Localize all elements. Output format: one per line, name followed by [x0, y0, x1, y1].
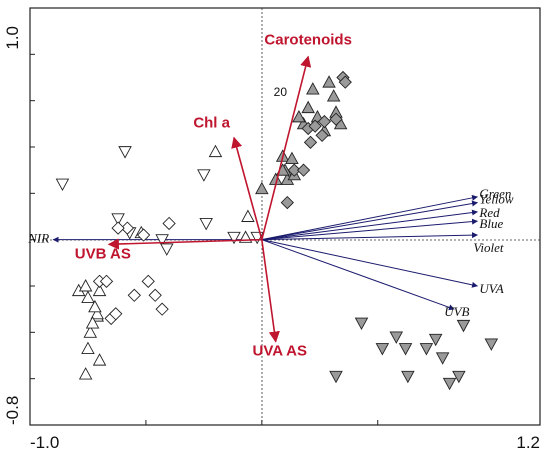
marker-triangle-up-filled — [326, 89, 341, 102]
marker-diamond-filled — [296, 163, 311, 177]
marker-triangle-down-open — [55, 178, 70, 192]
marker-diamond-filled — [287, 163, 301, 177]
marker-triangle-down-open — [199, 218, 213, 231]
x-tick-label-right: 1.2 — [516, 433, 540, 452]
response-label-chl-a: Chl a — [193, 115, 230, 132]
marker-triangle-down-filled — [442, 377, 457, 391]
marker-diamond-open — [162, 216, 176, 231]
env-label-blue: Blue — [479, 216, 503, 231]
marker-triangle-down-open — [118, 146, 132, 159]
marker-triangle-up-open — [90, 306, 104, 320]
response-label-uvb-as: UVB AS — [75, 245, 131, 262]
marker-triangle-up-open — [92, 353, 107, 366]
env-arrow-yellow — [261, 200, 479, 241]
env-arrow-violet — [261, 232, 479, 241]
env-arrow-green — [261, 194, 478, 241]
marker-triangle-up-open — [81, 290, 95, 304]
marker-triangle-up-open — [81, 341, 95, 354]
x-tick-label-left: -1.0 — [30, 433, 59, 452]
env-label-uva: UVA — [479, 281, 503, 296]
response-label-carotenoids: Carotenoids — [264, 32, 352, 49]
response-arrow-carotenoids — [261, 55, 312, 240]
marker-triangle-up-filled — [285, 151, 299, 165]
marker-diamond-filled — [308, 119, 322, 133]
marker-diamond-filled — [317, 114, 332, 129]
marker-diamond-filled — [329, 112, 343, 126]
env-label-nir: NIR — [27, 231, 49, 246]
marker-triangle-up-open — [88, 299, 102, 313]
env-label-violet: Violet — [473, 240, 503, 255]
marker-triangle-down-filled — [419, 343, 434, 356]
marker-triangle-down-filled — [435, 352, 450, 365]
marker-triangle-down-open — [155, 234, 169, 247]
marker-triangle-down-filled — [484, 338, 499, 351]
marker-diamond-open — [99, 274, 114, 289]
marker-triangle-up-filled — [292, 109, 306, 123]
y-tick-label-bottom: -0.8 — [3, 396, 22, 425]
marker-triangle-up-filled — [306, 82, 320, 95]
marker-triangle-down-filled — [452, 370, 466, 384]
env-label-green: Green — [479, 186, 511, 201]
marker-diamond-filled — [280, 195, 294, 210]
marker-diamond-open — [109, 307, 123, 321]
marker-diamond-open — [141, 274, 155, 289]
marker-triangle-up-open — [85, 316, 100, 329]
marker-triangle-up-filled — [322, 75, 336, 88]
marker-triangle-down-open — [197, 169, 211, 182]
marker-triangle-up-open — [78, 279, 93, 292]
marker-diamond-open — [120, 221, 135, 235]
response-arrow-uvb-as — [107, 238, 262, 250]
marker-triangle-down-filled — [375, 343, 390, 356]
env-arrow-uva — [261, 239, 478, 288]
env-label-yellow: Yellow — [479, 192, 514, 207]
env-arrow-uvb — [261, 239, 455, 311]
response-arrow-uva-as — [261, 239, 280, 343]
marker-triangle-up-filled — [301, 100, 315, 114]
env-arrow-red — [261, 209, 479, 241]
y-tick-label-top: 1.0 — [3, 26, 22, 50]
env-label-red: Red — [478, 205, 500, 220]
marker-diamond-filled — [315, 128, 329, 143]
marker-triangle-down-filled — [401, 370, 415, 384]
marker-triangle-down-open — [111, 213, 125, 226]
marker-triangle-up-open — [78, 367, 93, 380]
marker-triangle-down-filled — [329, 370, 343, 384]
marker-diamond-open — [111, 221, 125, 235]
env-label-uvb: UVB — [444, 304, 469, 319]
marker-triangle-down-filled — [398, 343, 413, 356]
marker-diamond-open — [148, 288, 162, 302]
marker-diamond-filled — [338, 75, 352, 89]
marker-triangle-up-open — [83, 325, 98, 338]
response-label-uva-as: UVA AS — [253, 343, 307, 360]
marker-triangle-down-filled — [456, 319, 471, 333]
marker-diamond-filled — [303, 135, 318, 150]
marker-diamond-open — [136, 228, 151, 242]
plot-frame — [29, 7, 541, 426]
response-arrow-chl-a — [231, 136, 263, 240]
marker-triangle-up-open — [92, 283, 107, 297]
marker-triangle-up-open — [208, 144, 223, 158]
marker-triangle-down-filled — [354, 317, 369, 331]
marker-diamond-open — [127, 288, 141, 302]
env-arrow-blue — [261, 218, 479, 241]
marker-triangle-up-open — [241, 209, 255, 222]
marker-triangle-down-open — [160, 243, 174, 256]
marker-diamond-open — [155, 302, 169, 316]
marker-triangle-down-open — [227, 231, 241, 245]
marker-triangle-down-filled — [428, 333, 443, 347]
marker-triangle-up-filled — [255, 181, 269, 195]
annotation-label: 20 — [274, 85, 288, 99]
annotations: 20 — [274, 85, 288, 99]
minor-ticks — [30, 53, 379, 425]
marker-triangle-down-filled — [389, 331, 404, 344]
